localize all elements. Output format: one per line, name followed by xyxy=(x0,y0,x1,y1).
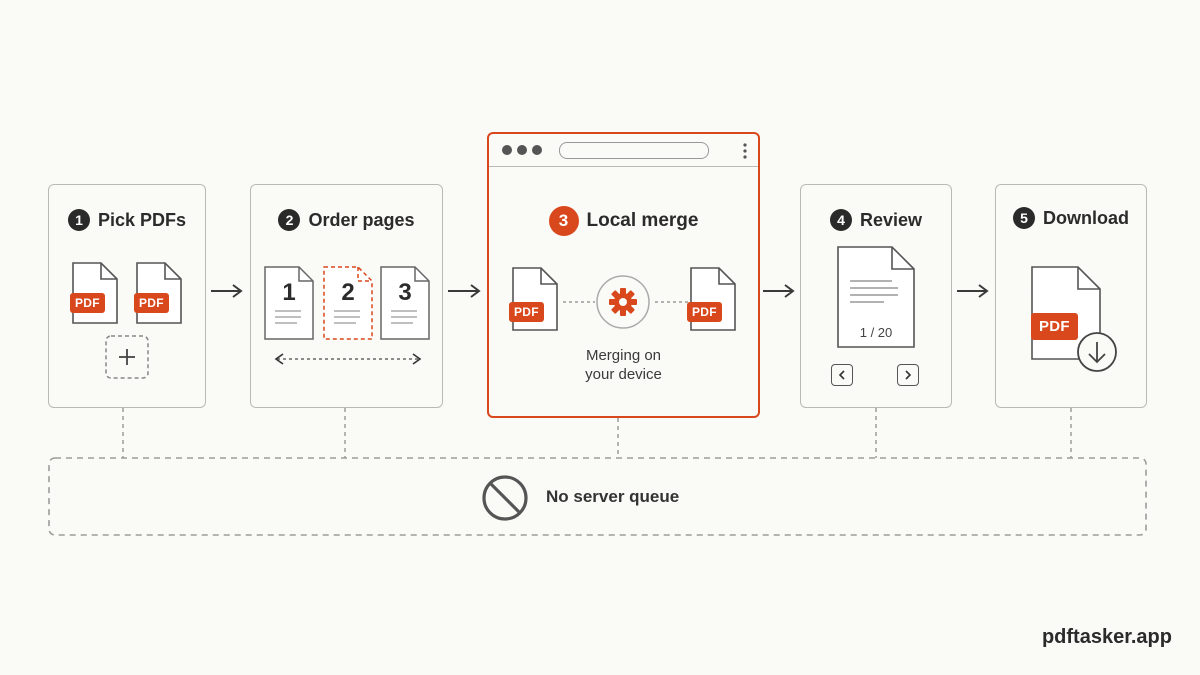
step-number: 3 xyxy=(548,206,579,236)
brand-watermark: pdftasker.app xyxy=(1041,626,1172,648)
step-header: 3 Local merge xyxy=(489,206,758,236)
step-number: 5 xyxy=(1013,207,1035,229)
step-number: 4 xyxy=(829,209,852,231)
prev-page-button[interactable] xyxy=(831,364,853,386)
address-bar[interactable] xyxy=(559,142,709,159)
reorder-arrows-icon xyxy=(274,353,422,365)
pdf-file-icon xyxy=(512,267,558,331)
step-header: 1 Pick PDFs xyxy=(49,209,205,231)
page-thumbnail-selected[interactable] xyxy=(322,265,374,341)
arrow-right-icon xyxy=(211,284,989,298)
step-header: 2 Order pages xyxy=(251,209,442,231)
download-icon[interactable] xyxy=(1076,331,1118,373)
merge-caption: Merging on your device xyxy=(489,346,758,384)
step-header: 5 Download xyxy=(996,207,1146,229)
pdf-badge: PDF xyxy=(509,302,544,322)
document-preview xyxy=(837,246,915,348)
page-thumbnail[interactable] xyxy=(379,265,431,341)
window-controls xyxy=(502,145,542,155)
pdf-badge: PDF xyxy=(687,302,722,322)
browser-toolbar xyxy=(489,134,758,167)
page-thumbnail[interactable] xyxy=(263,265,315,341)
page-number: 3 xyxy=(398,279,412,306)
step-number: 2 xyxy=(278,209,301,231)
queue-box xyxy=(48,457,1147,536)
step-title: Review xyxy=(859,209,923,230)
next-page-button[interactable] xyxy=(897,364,919,386)
no-server-queue-label: No server queue xyxy=(546,487,680,506)
step-card-review: 4 Review 1 / 20 xyxy=(800,184,952,408)
pdf-badge: PDF xyxy=(70,293,105,313)
step-header: 4 Review xyxy=(801,209,951,231)
gear-icon xyxy=(609,288,637,316)
pdf-badge: PDF xyxy=(1031,313,1078,340)
add-icon[interactable] xyxy=(105,335,149,379)
step-card-order-pages: 2 Order pages 1 2 3 xyxy=(250,184,443,408)
page-number: 2 xyxy=(341,279,355,306)
chevron-left-icon xyxy=(838,370,845,380)
pdf-badge: PDF xyxy=(134,293,169,313)
step-card-download: 5 Download PDF xyxy=(995,184,1147,408)
merge-caption-line: your device xyxy=(585,366,662,383)
pdf-file-icon xyxy=(690,267,736,331)
step-title: Local merge xyxy=(586,210,699,231)
page-counter: 1 / 20 xyxy=(859,325,893,340)
prohibited-icon xyxy=(482,475,528,521)
merge-caption-line: Merging on xyxy=(585,347,662,364)
step-number: 1 xyxy=(67,209,90,231)
step-title: Pick PDFs xyxy=(97,209,187,230)
queue-connectors xyxy=(122,408,1072,458)
step-title: Order pages xyxy=(308,209,415,230)
step-title: Download xyxy=(1043,207,1129,228)
chevron-right-icon xyxy=(905,370,912,380)
step-card-local-merge: 3 Local merge PDF PDF Merging on your de… xyxy=(487,132,760,418)
more-menu-icon[interactable] xyxy=(742,142,748,160)
page-number: 1 xyxy=(282,279,296,306)
step-card-pick-pdfs: 1 Pick PDFs PDF PDF xyxy=(48,184,206,408)
